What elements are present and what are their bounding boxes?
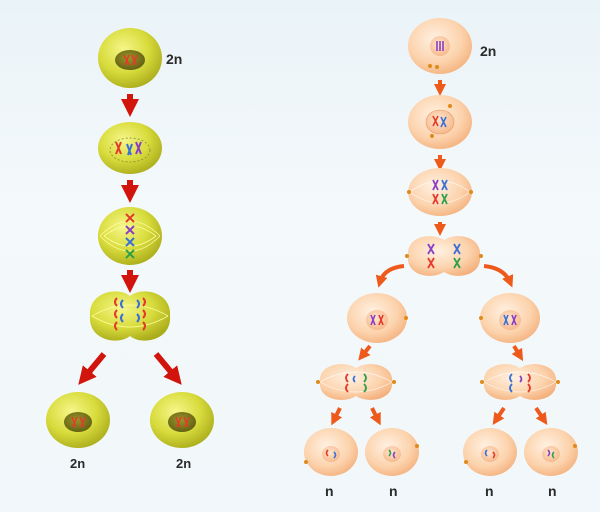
meiosis-gamete-label-3: n [485,483,494,499]
mitosis-parent-cell [98,28,162,88]
nucleus [115,50,145,70]
arrow-curve-right [483,264,514,288]
arrow-down-left [358,344,372,361]
arrow-down-left [78,352,107,385]
arrow-down-left [492,406,506,425]
mitosis-metaphase-cell [98,207,162,265]
meiosis-interkinesis-cell-left [347,293,408,343]
arrow-down-left [331,407,343,426]
arrow-curve-left [375,264,405,288]
meiosis-gamete-1 [304,428,358,476]
meiosis-anaphase-i-cell [405,236,483,276]
mitosis-anaphase-cell [89,291,171,341]
arrow-down-right [534,406,548,425]
arrow-down-right [511,344,524,362]
mitosis-parent-label: 2n [166,51,182,67]
meiosis-gamete-3 [463,428,517,476]
meiosis-gamete-label-1: n [325,483,334,499]
meiosis-ii-dividing-cell-right [480,364,560,400]
meiosis-gamete-label-4: n [548,483,557,499]
meiosis-gamete-4 [524,428,578,476]
arrow-down-right [153,352,182,385]
meiosis-parent-label: 2n [480,43,496,59]
meiosis-metaphase-i-cell [407,168,473,216]
mitosis-prophase-cell [98,122,162,174]
meiosis-gamete-label-2: n [389,483,398,499]
meiosis-interkinesis-cell-right [479,293,540,343]
meiosis-prophase-i-cell [408,95,472,149]
meiosis-gamete-2 [365,428,419,476]
meiosis-ii-dividing-cell-left [316,364,396,400]
mitosis-diagram: 2n [46,28,214,471]
meiosis-parent-cell [408,18,472,74]
mitosis-daughter-label-left: 2n [70,456,85,471]
mitosis-daughter-label-right: 2n [176,456,191,471]
mitosis-daughter-cell-left [46,392,110,448]
mitosis-daughter-cell-right [150,392,214,448]
arrow-down-right [369,407,381,426]
meiosis-diagram: 2n [304,18,578,499]
